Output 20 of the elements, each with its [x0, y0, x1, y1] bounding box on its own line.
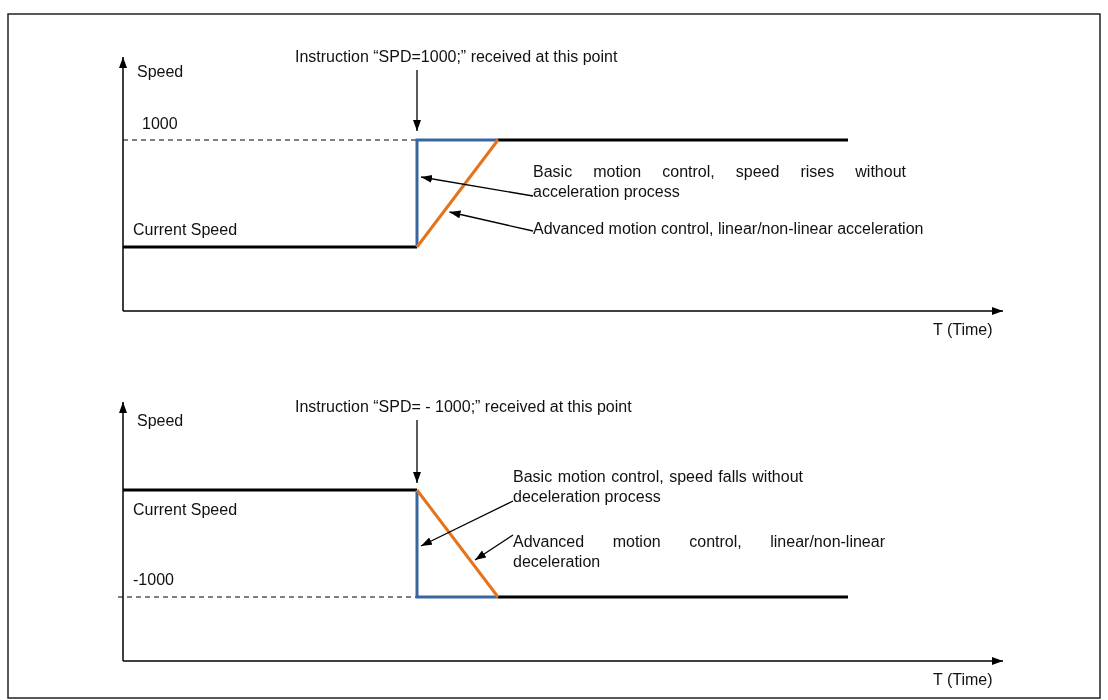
axis-label: Speed — [137, 62, 184, 82]
line-label: Current Speed — [133, 500, 238, 520]
annotation-text: Basic motion control, speed falls without deceleration process — [513, 467, 803, 507]
value-label: -1000 — [133, 570, 174, 590]
leader-arrow — [420, 174, 534, 197]
value-label: 1000 — [142, 114, 178, 134]
line-label: Current Speed — [133, 220, 238, 240]
leader-arrow — [413, 69, 421, 132]
leader-arrow — [420, 500, 514, 547]
annotation-text: Advanced motion control, linear/non-linear acceleration — [533, 219, 938, 239]
axis-label: Speed — [137, 411, 184, 431]
leader-arrow — [448, 210, 534, 232]
annotation-text: Instruction “SPD= - 1000;” received at this point — [295, 397, 725, 417]
annotation-text: Instruction “SPD=1000;” received at this point — [295, 47, 715, 67]
leader-arrow — [413, 419, 421, 484]
axis-label: T (Time) — [933, 670, 993, 690]
axis-label: T (Time) — [933, 320, 993, 340]
annotation-text: Basic motion control, speed rises without acceleration process — [533, 162, 906, 202]
annotation-text: Advanced motion control, linear/non-linear deceleration — [513, 532, 885, 572]
leader-arrow — [474, 534, 514, 561]
